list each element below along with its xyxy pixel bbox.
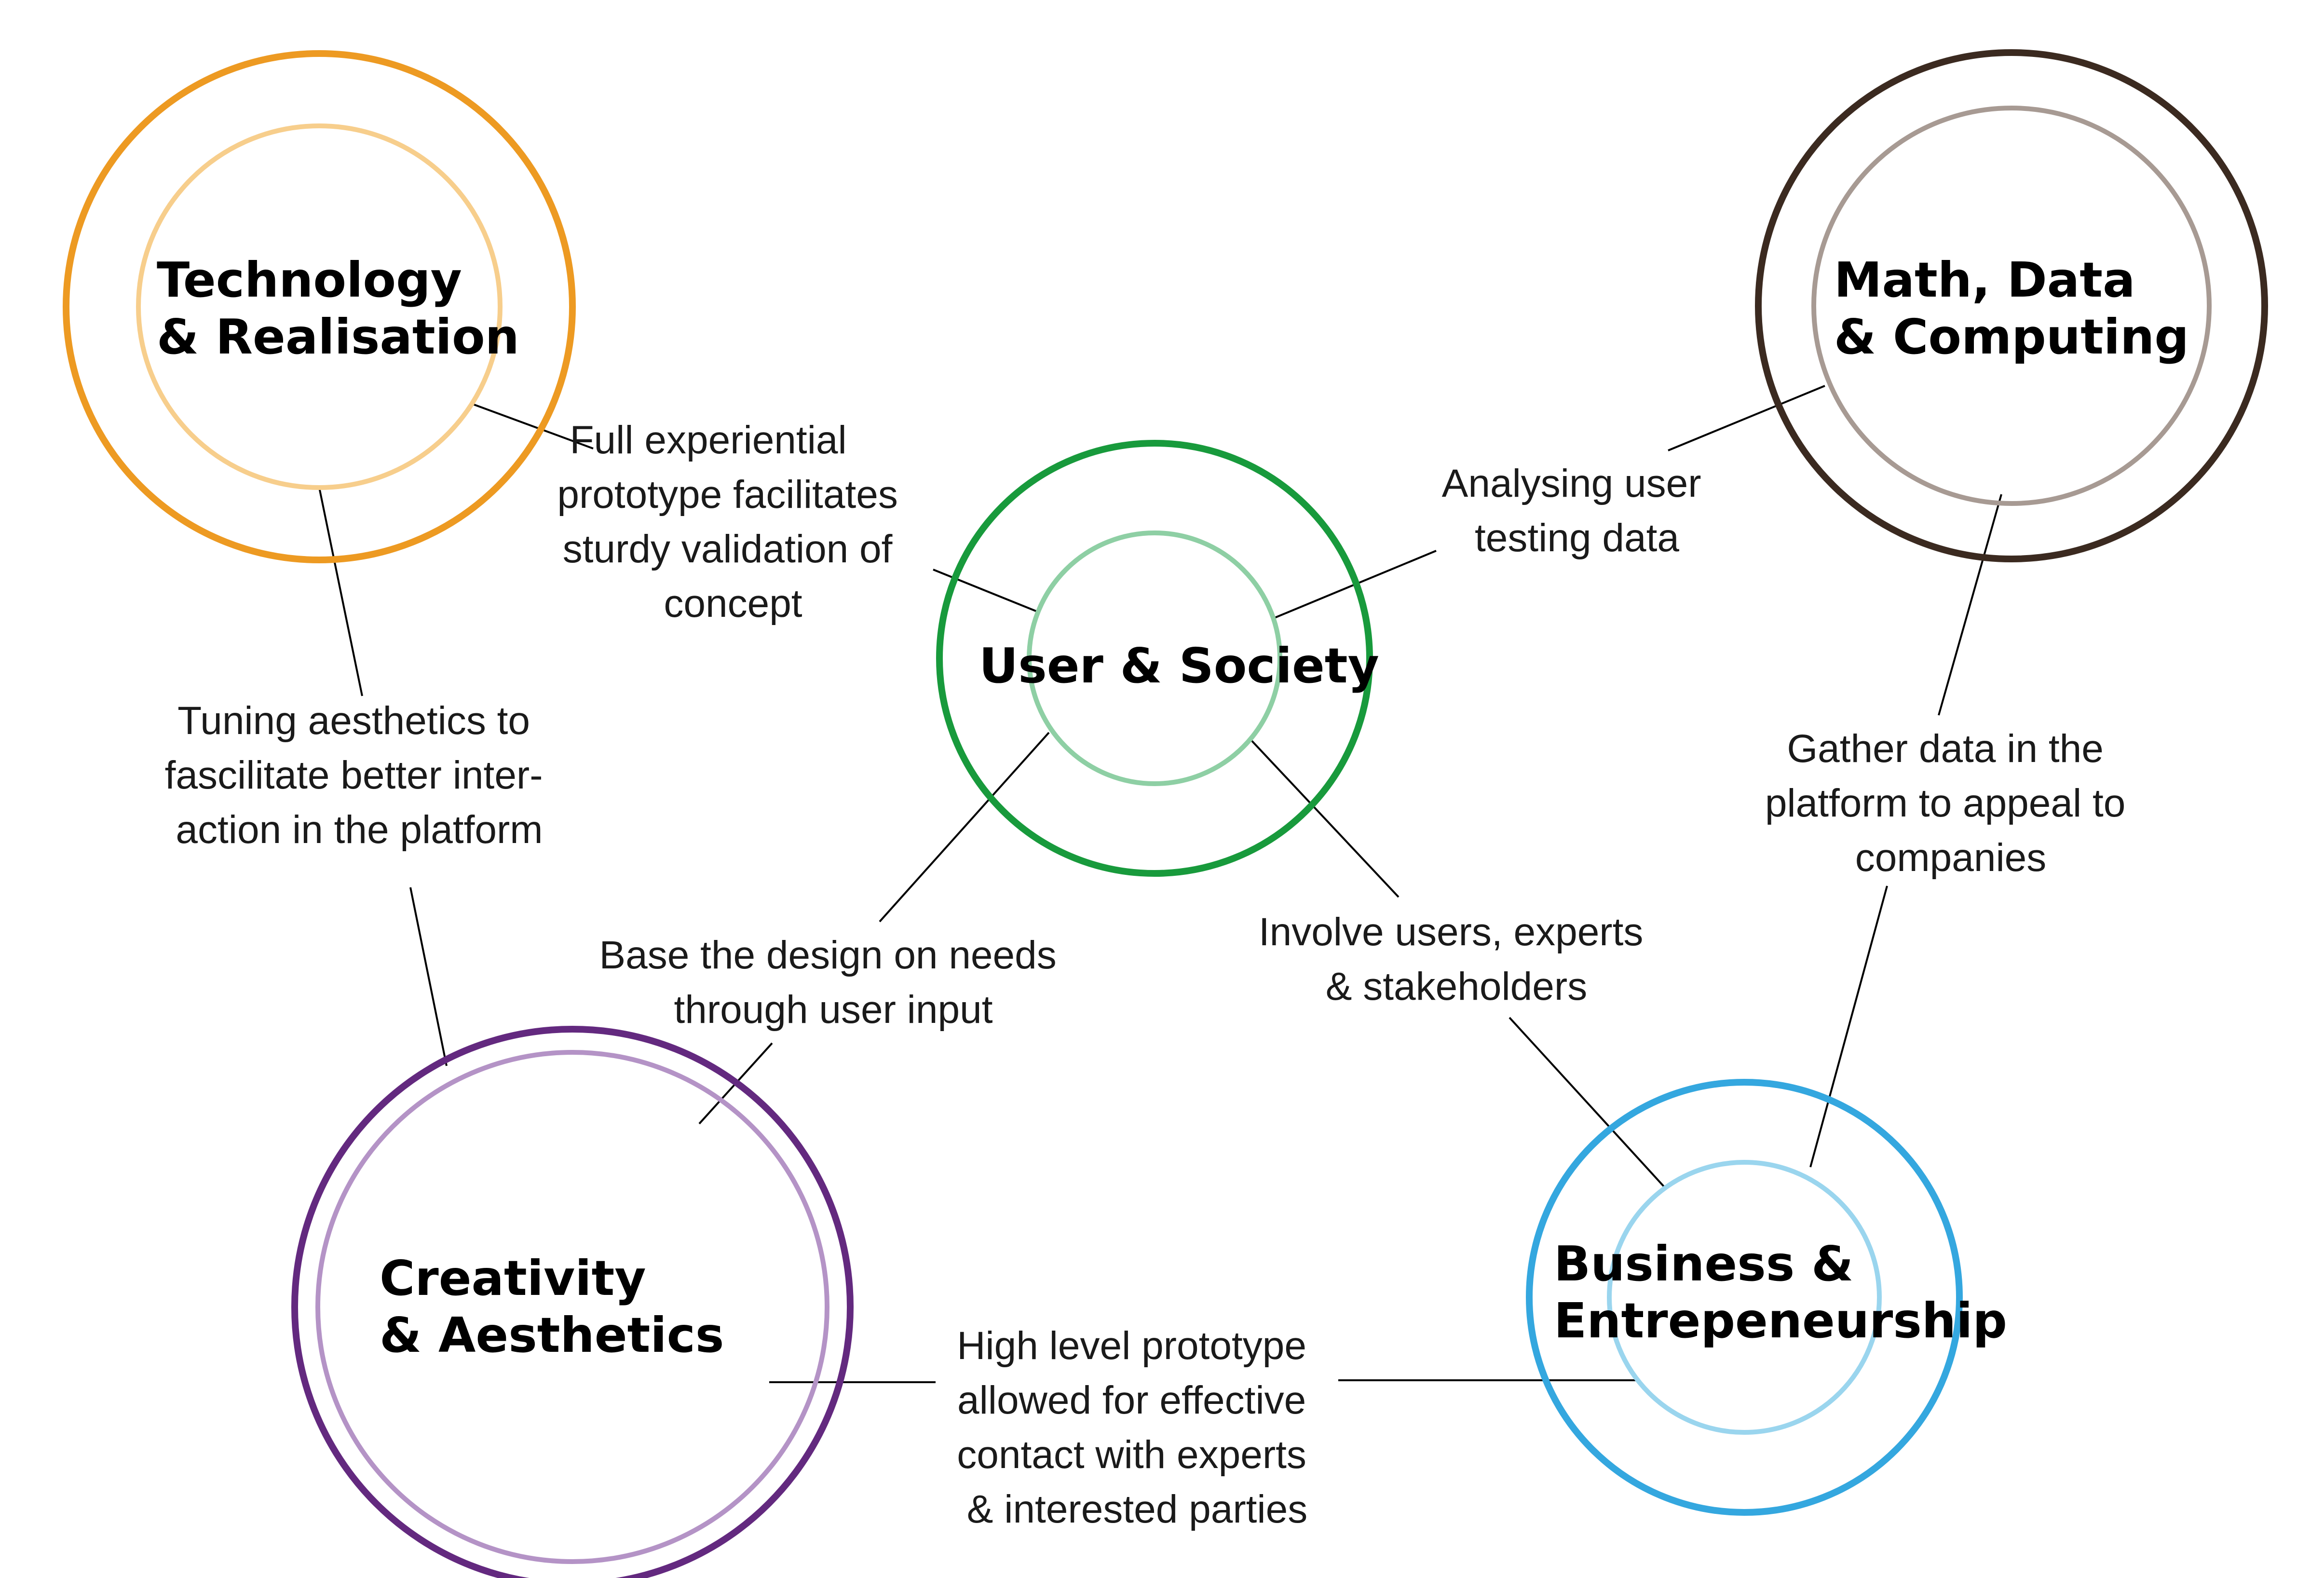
node-business: Business & Entrepeneurship [1526,1079,2007,1516]
connector-user-creativity-a [879,732,1050,923]
node-creativity: Creativity & Aesthetics [291,1026,854,1578]
label-tech-creativity-line-3: action in the platform [176,808,543,852]
business-outer-ring [1526,1079,1963,1516]
label-tech-user-line-1: Full experiential [570,418,846,462]
connectors [318,385,2002,1383]
connector-tech-creativity-a [318,487,363,696]
label-user-creativity: Base the design on needs through user in… [599,933,1067,1032]
technology-outer-ring [63,50,576,563]
label-user-creativity-line-1: Base the design on needs [599,933,1056,977]
technology-title-line-1: Technology [157,252,462,308]
user-title: User & Society [979,638,1379,694]
creativity-title-line-2: & Aesthetics [380,1307,724,1363]
label-math-business-line-2: platform to appeal to [1765,781,2126,825]
technology-title-line-2: & Realisation [157,309,519,365]
label-tech-creativity-line-1: Tuning aesthetics to [177,699,530,743]
creativity-title: Creativity & Aesthetics [380,1250,724,1363]
label-user-business: Involve users, experts & stakeholders [1259,910,1654,1008]
node-math: Math, Data & Computing [1755,49,2268,562]
label-user-business-line-2: & stakeholders [1326,965,1587,1008]
node-technology: Technology & Realisation [63,50,576,563]
connector-user-math-b [1668,385,1825,451]
connector-math-business-a [1938,494,2002,716]
label-user-math-line-2: testing data [1475,516,1679,560]
connector-user-business-a [1248,737,1400,898]
technology-title: Technology & Realisation [157,252,519,365]
node-user: User & Society [936,440,1379,877]
user-title-line-1: User & Society [979,638,1379,694]
label-creativity-business-line-2: allowed for effective [957,1378,1306,1422]
business-inner-ring [1607,1160,1882,1435]
label-tech-user-line-4: concept [664,582,802,626]
label-tech-creativity: Tuning aesthetics to fascilitate better … [165,699,554,852]
user-outer-ring [936,440,1373,877]
label-tech-user-line-2: prototype facilitates [557,473,898,517]
label-tech-user-line-3: sturdy validation of [563,527,893,571]
creativity-title-line-1: Creativity [380,1250,646,1306]
label-math-business-line-3: companies [1855,836,2047,880]
label-creativity-business-line-3: contact with experts [957,1433,1306,1477]
math-title-line-2: & Computing [1834,309,2189,365]
creativity-outer-ring [291,1026,854,1578]
connector-math-business-b [1809,885,1888,1168]
user-inner-ring [1027,531,1282,786]
label-creativity-business: High level prototype allowed for effecti… [957,1324,1318,1531]
math-title-line-1: Math, Data [1834,252,2135,308]
connector-tech-creativity-b [409,887,448,1066]
math-title: Math, Data & Computing [1834,252,2189,365]
technology-inner-ring [136,123,503,490]
business-title: Business & Entrepeneurship [1554,1236,2007,1349]
math-inner-ring [1811,106,2212,506]
connector-tech-user-a [470,402,594,449]
creativity-inner-ring [315,1050,829,1564]
label-math-business: Gather data in the platform to appeal to… [1765,727,2136,880]
label-user-math: Analysing user testing data [1442,462,1712,560]
math-outer-ring [1755,49,2268,562]
label-creativity-business-line-1: High level prototype [957,1324,1306,1368]
label-user-math-line-1: Analysing user [1442,462,1701,505]
label-creativity-business-line-4: & interested parties [967,1487,1308,1531]
label-user-creativity-line-2: through user input [674,988,992,1032]
connector-tech-user-b [933,569,1039,613]
business-title-line-1: Business & [1554,1236,1853,1292]
business-title-line-2: Entrepeneurship [1554,1292,2007,1349]
label-tech-creativity-line-2: fascilitate better inter- [165,753,543,797]
label-user-business-line-1: Involve users, experts [1259,910,1644,954]
connector-user-business-b [1509,1017,1665,1187]
label-tech-user: Full experiential prototype facilitates … [557,418,909,626]
label-math-business-line-1: Gather data in the [1787,727,2103,771]
